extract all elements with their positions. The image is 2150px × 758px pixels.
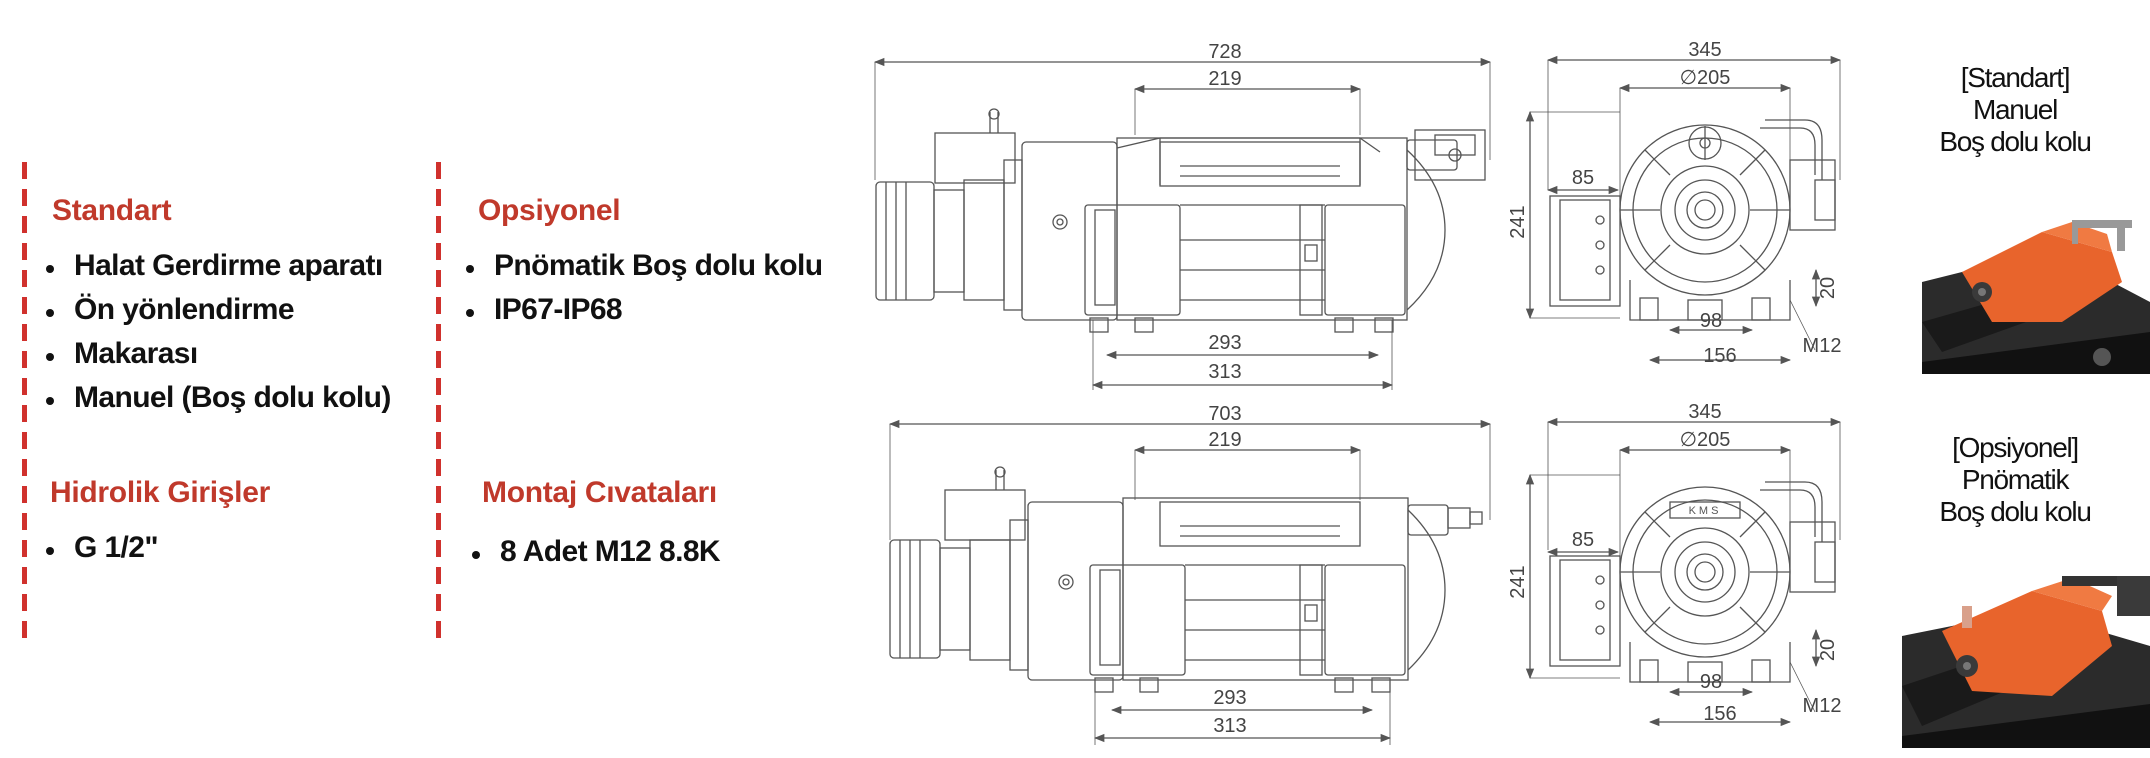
bottom-photo-caption: [Opsiyonel] Pnömatik Boş dolu kolu xyxy=(1880,432,2150,528)
bottom-end-bolt-spacing-dim: 98 xyxy=(1700,671,1722,693)
bottom-base-inner-dim: 293 xyxy=(1213,687,1246,709)
kms-plate-label: KMS xyxy=(1689,505,1722,517)
middle-divider xyxy=(436,162,441,648)
top-end-foot-dim: 20 xyxy=(1817,277,1839,299)
top-base-inner-dim: 293 xyxy=(1208,332,1241,354)
caption-line: [Opsiyonel] xyxy=(1952,432,2079,463)
list-item: Ön yönlendirme xyxy=(44,288,391,332)
top-end-base-dim: 156 xyxy=(1703,345,1736,367)
list-item: G 1/2" xyxy=(44,526,159,570)
bottom-base-outer-dim: 313 xyxy=(1213,715,1246,737)
caption-line: [Standart] xyxy=(1960,62,2071,93)
top-drum-dim: 219 xyxy=(1208,68,1241,90)
bottom-end-base-dim: 156 xyxy=(1703,703,1736,725)
bottom-end-bolt-dim: M12 xyxy=(1803,695,1842,717)
manual-lever-photo xyxy=(1922,212,2150,374)
bottom-end-dia-dim: ∅205 xyxy=(1680,429,1731,451)
standart-list: Halat Gerdirme aparatı Ön yönlendirme Ma… xyxy=(44,244,391,420)
list-item: IP67-IP68 xyxy=(464,288,823,332)
caption-line: Manuel xyxy=(1972,94,2058,125)
top-end-width-dim: 345 xyxy=(1688,39,1721,61)
hidrolik-heading: Hidrolik Girişler xyxy=(50,476,270,509)
top-overall-dim: 728 xyxy=(1208,41,1241,63)
pneumatic-lever-photo xyxy=(1902,576,2150,748)
caption-line: Boş dolu kolu xyxy=(1939,126,2092,157)
list-item-continuation: Makarası xyxy=(44,332,391,376)
bottom-side-view xyxy=(888,419,1492,745)
hidrolik-list: G 1/2" xyxy=(44,526,159,570)
opsiyonel-heading: Opsiyonel xyxy=(478,194,621,227)
bottom-end-foot-dim: 20 xyxy=(1817,639,1839,661)
bottom-end-box-dim: 85 xyxy=(1572,529,1594,551)
standart-heading: Standart xyxy=(52,194,172,227)
montaj-heading: Montaj Cıvataları xyxy=(482,476,717,509)
bottom-end-height-dim: 241 xyxy=(1507,565,1529,598)
top-end-height-dim: 241 xyxy=(1507,205,1529,238)
top-end-bolt-spacing-dim: 98 xyxy=(1700,310,1722,332)
opsiyonel-list: Pnömatik Boş dolu kolu IP67-IP68 xyxy=(464,244,823,332)
montaj-list: 8 Adet M12 8.8K xyxy=(470,530,721,574)
top-end-box-dim: 85 xyxy=(1572,167,1594,189)
bottom-overall-dim: 703 xyxy=(1208,403,1241,425)
list-item: 8 Adet M12 8.8K xyxy=(470,530,721,574)
caption-line: Boş dolu kolu xyxy=(1939,496,2092,527)
top-photo-caption: [Standart] Manuel Boş dolu kolu xyxy=(1880,62,2150,158)
bottom-drum-dim: 219 xyxy=(1208,429,1241,451)
top-side-view xyxy=(873,57,1492,390)
bottom-end-width-dim: 345 xyxy=(1688,401,1721,423)
caption-line: Pnömatik xyxy=(1961,464,2070,495)
bottom-end-view: KMS xyxy=(1525,417,1842,727)
list-item: Manuel (Boş dolu kolu) xyxy=(44,376,391,420)
left-divider xyxy=(22,162,27,642)
top-end-view xyxy=(1525,55,1842,365)
list-item: Halat Gerdirme aparatı xyxy=(44,244,391,288)
top-end-dia-dim: ∅205 xyxy=(1680,67,1731,89)
list-item: Pnömatik Boş dolu kolu xyxy=(464,244,823,288)
top-base-outer-dim: 313 xyxy=(1208,361,1241,383)
top-end-bolt-dim: M12 xyxy=(1803,335,1842,357)
